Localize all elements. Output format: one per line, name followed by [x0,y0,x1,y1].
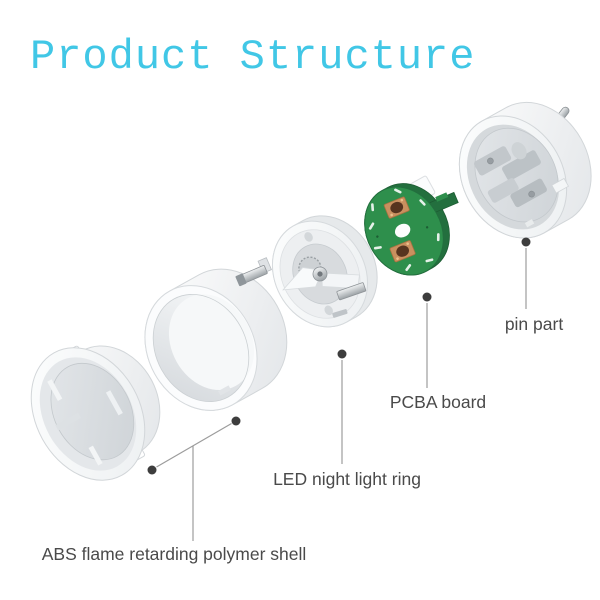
pcba-board-illustration [364,175,459,276]
leader-dot-pin-part [521,237,531,247]
abs-shell-cup-illustration [30,345,161,481]
leader-dot-pcba [422,292,432,302]
pcb-center-hole [394,223,411,238]
metal-contact-left [235,257,272,287]
leader-dot-led-ring [337,349,347,359]
leader-dot-abs-cup [147,465,157,475]
label-led-night-light-ring: LED night light ring [273,469,421,489]
callout-leaders [147,237,531,541]
pcb-tab [428,191,459,214]
page-title: Product Structure [30,33,476,81]
copper-pad [389,240,416,263]
copper-pad [383,196,410,219]
label-pcba-board: PCBA board [389,392,487,412]
metal-contact-right [336,282,367,301]
screw [528,190,535,198]
leader-dot-abs-ring [231,416,241,426]
led-night-light-ring-illustration [235,215,378,328]
label-pin-part: pin part [504,314,564,334]
leader-line-abs-diagonal [156,422,232,468]
pin-part-illustration [458,101,592,239]
screw [487,157,494,165]
abs-shell-ring-illustration [144,268,288,411]
label-abs-shell: ABS flame retarding polymer shell [41,544,307,564]
